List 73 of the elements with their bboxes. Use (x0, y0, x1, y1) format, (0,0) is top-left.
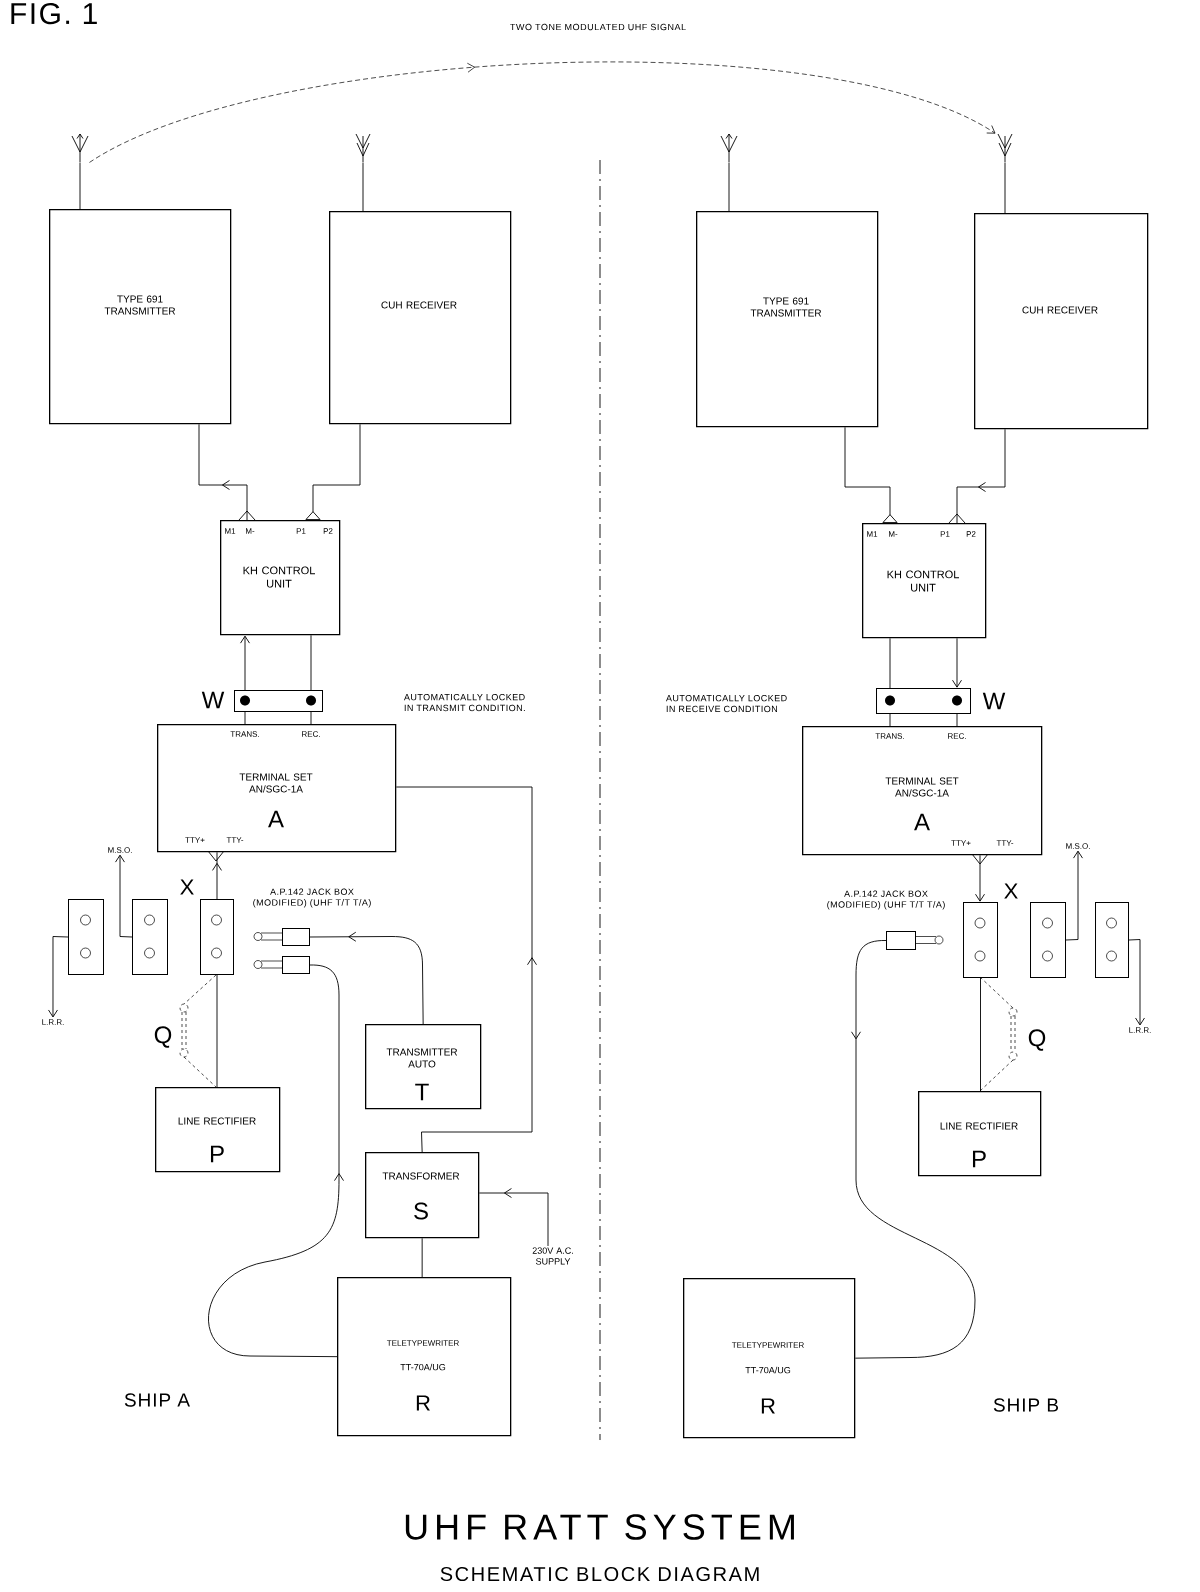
jack-plug (886, 931, 944, 950)
figure-number: FIG. 1 (11, 2, 97, 25)
arrow (975, 854, 985, 902)
antenna-symbol (71, 133, 89, 163)
node-label: W (982, 692, 1006, 710)
antenna-symbol (720, 133, 738, 163)
equipment-box: TRANSMITTER AUTO T (365, 1024, 482, 1110)
equipment-box: TELETYPEWRITER TT-70A/UG R (337, 1277, 512, 1437)
jack-box (132, 899, 168, 975)
jack-box (1095, 902, 1129, 978)
jack-plug (253, 956, 310, 974)
equipment-box: TRANSFORMER S (365, 1152, 480, 1239)
antenna-symbol (355, 133, 371, 163)
arrow (1128, 939, 1145, 1026)
connector-line (310, 711, 312, 725)
jack-box (1030, 902, 1066, 978)
control-unit-box: M1 M- P1 P2 KH CONTROL UNIT (220, 510, 341, 636)
switch-box: W (876, 688, 1006, 714)
switch-box: W (201, 690, 323, 712)
connector-line (310, 634, 312, 691)
connector-line (980, 977, 981, 1092)
equipment-box: LINE RECTIFIER P (918, 1091, 1042, 1177)
control-unit-box: M1 M- P1 P2 KH CONTROL UNIT (862, 513, 987, 639)
diagram-title: UHF RATT SYSTEM (405, 1514, 794, 1540)
jack-plug (253, 928, 310, 946)
equipment-box: TYPE 691 TRANSMITTER (49, 209, 232, 425)
terminal-label: M.S.O. (1066, 843, 1090, 849)
terminal-label: L.R.R. (1129, 1027, 1151, 1033)
ship-label: SHIP B (993, 1398, 1059, 1412)
connector-line (956, 713, 958, 727)
equipment-box: TELETYPEWRITER TT-70A/UG R (683, 1278, 856, 1439)
note-text: AUTOMATICALLY LOCKED IN TRANSMIT CONDITION. (403, 693, 525, 712)
ship-label: SHIP A (124, 1393, 190, 1407)
arrow (115, 854, 133, 938)
jack-box (68, 899, 104, 975)
edge-label: TWO TONE MODULATED UHF SIGNAL (508, 22, 688, 32)
part-label: A.P.142 JACK BOX (MODIFIED) (UHF T/T T/A) (253, 888, 371, 908)
arrow (952, 637, 962, 688)
arrow (240, 635, 250, 691)
connector-line (216, 974, 218, 1088)
connector-line (889, 713, 891, 727)
switch-letter: Q (1028, 1029, 1046, 1051)
equipment-box: TYPE 691 TRANSMITTER (696, 211, 879, 428)
arrow (844, 426, 898, 523)
jack-box: X (963, 883, 1018, 978)
connector-line (362, 162, 364, 212)
switch-letter: Q (154, 1026, 172, 1048)
terminal-label: M.S.O. (108, 847, 132, 853)
terminal-label: 230V A.C. SUPPLY (532, 1247, 573, 1265)
part-label: A.P.142 JACK BOX (MODIFIED) (UHF T/T T/A) (827, 890, 945, 910)
note-text: AUTOMATICALLY LOCKED IN RECEIVE CONDITION (665, 694, 787, 713)
terminal-set-box: TRANS. REC. TERMINAL SET AN/SGC-1A A TTY+ TTY- (157, 724, 397, 862)
node-label: X (180, 879, 194, 895)
arrow (305, 423, 361, 520)
node-label: W (201, 691, 225, 709)
equipment-box: CUH RECEIVER (974, 213, 1149, 430)
terminal-label: L.R.R. (42, 1019, 64, 1025)
equipment-box: CUH RECEIVER (329, 211, 512, 425)
equipment-box: LINE RECTIFIER P (155, 1087, 281, 1173)
connector-line (244, 711, 246, 725)
jack-box: X (180, 879, 234, 975)
arrow (48, 936, 69, 1018)
connector-line (79, 162, 81, 210)
antenna-symbol (997, 133, 1013, 163)
node-label: X (1004, 883, 1018, 899)
connector-line (421, 1237, 423, 1278)
diagram-caption: SCHEMATIC BLOCK DIAGRAM (440, 1566, 759, 1582)
terminal-set-box: TRANS. REC. TERMINAL SET AN/SGC-1A A TTY+ TTY- (802, 726, 1043, 865)
arrow (1065, 850, 1083, 941)
signal-path (89, 61, 996, 163)
connector-line (1004, 162, 1006, 214)
connector-line (889, 637, 891, 689)
connector-line (728, 162, 730, 212)
